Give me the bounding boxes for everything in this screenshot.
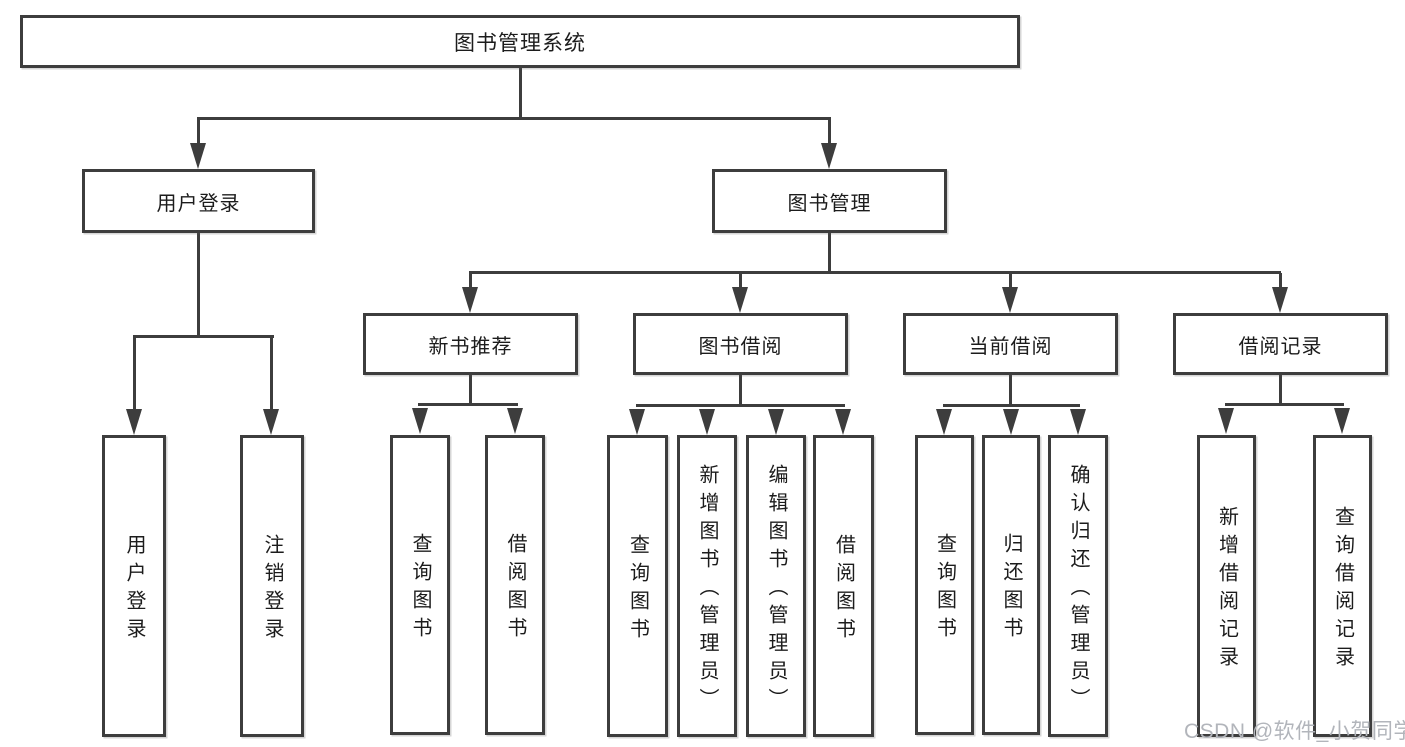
- leaf-logout: 注销登录: [240, 435, 304, 737]
- node-current-borrowing: 当前借阅: [903, 313, 1118, 375]
- connector-to-book-borrow: [739, 273, 742, 291]
- leaf-bb-add-books-admin: 新增图书（管理员）: [677, 435, 737, 737]
- connector-borrow-records-hline: [1225, 403, 1344, 406]
- leaf-cb-return-books: 归还图书: [982, 435, 1040, 735]
- arrow-down-icon: [1334, 408, 1350, 434]
- leaf-nb-query-books-label: 查询图书: [409, 533, 431, 645]
- connector-level1-hline: [197, 117, 831, 120]
- connector-to-current-borrow: [1009, 273, 1012, 291]
- arrow-down-icon: [412, 408, 428, 434]
- leaf-cb-return-books-label: 归还图书: [1000, 533, 1022, 645]
- node-new-book-recommend: 新书推荐: [363, 313, 578, 375]
- watermark: CSDN @软件_小贺同学: [1184, 720, 1405, 743]
- leaf-user-login-label: 用户登录: [123, 534, 145, 646]
- arrow-down-icon: [768, 409, 784, 435]
- connector-to-leaf-login: [133, 337, 136, 410]
- arrow-down-icon: [1003, 409, 1019, 435]
- leaf-bb-borrow-books-label: 借阅图书: [832, 534, 855, 646]
- leaf-bb-borrow-books: 借阅图书: [813, 435, 874, 737]
- arrow-down-icon: [190, 143, 206, 169]
- connector-book-borrow-stub: [739, 373, 742, 407]
- leaf-bb-edit-books-admin-label: 编辑图书（管理员）: [765, 464, 787, 716]
- leaf-bb-query-books-label: 查询图书: [626, 534, 649, 646]
- arrow-down-icon: [1218, 408, 1234, 434]
- arrow-down-icon: [1272, 287, 1288, 313]
- leaf-bb-edit-books-admin: 编辑图书（管理员）: [746, 435, 806, 737]
- node-user-login-label: 用户登录: [156, 192, 241, 215]
- connector-to-new-books: [469, 273, 472, 291]
- leaf-cb-confirm-return-admin-label: 确认归还（管理员）: [1067, 464, 1089, 716]
- connector-borrow-records-stub: [1279, 373, 1282, 405]
- connector-user-login-stub: [197, 231, 200, 338]
- leaf-user-login: 用户登录: [102, 435, 166, 737]
- connector-to-book-mgmt: [828, 119, 831, 147]
- connector-book-borrow-hline: [636, 404, 845, 407]
- node-root: 图书管理系统: [20, 15, 1020, 68]
- leaf-cb-query-books: 查询图书: [915, 435, 974, 735]
- connector-level3-hline: [469, 271, 1281, 274]
- node-borrowing-records-label: 借阅记录: [1238, 335, 1323, 358]
- connector-to-borrow-records: [1279, 273, 1282, 291]
- leaf-bb-add-books-admin-label: 新增图书（管理员）: [696, 464, 718, 716]
- node-new-book-recommend-label: 新书推荐: [428, 335, 513, 358]
- connector-new-books-stub: [469, 373, 472, 406]
- leaf-logout-label: 注销登录: [261, 534, 283, 646]
- node-book-borrowing-label: 图书借阅: [698, 335, 783, 358]
- leaf-nb-borrow-books: 借阅图书: [485, 435, 545, 735]
- node-borrowing-records: 借阅记录: [1173, 313, 1388, 375]
- connector-current-borrow-stub: [1009, 373, 1012, 407]
- node-user-login: 用户登录: [82, 169, 315, 233]
- leaf-cb-query-books-label: 查询图书: [933, 533, 956, 645]
- arrow-down-icon: [936, 409, 952, 435]
- arrow-down-icon: [835, 409, 851, 435]
- arrow-down-icon: [821, 143, 837, 169]
- connector-book-mgmt-stub: [828, 231, 831, 274]
- node-book-management: 图书管理: [712, 169, 947, 233]
- node-current-borrowing-label: 当前借阅: [968, 335, 1053, 358]
- node-root-label: 图书管理系统: [454, 31, 586, 55]
- leaf-br-add-record: 新增借阅记录: [1197, 435, 1256, 737]
- leaf-nb-query-books: 查询图书: [390, 435, 450, 735]
- arrow-down-icon: [1002, 287, 1018, 313]
- connector-to-leaf-logout: [270, 337, 273, 410]
- leaf-br-query-record-label: 查询借阅记录: [1331, 506, 1354, 674]
- leaf-cb-confirm-return-admin: 确认归还（管理员）: [1048, 435, 1108, 737]
- arrow-down-icon: [507, 408, 523, 434]
- node-book-borrowing: 图书借阅: [633, 313, 848, 375]
- leaf-br-add-record-label: 新增借阅记录: [1215, 506, 1238, 674]
- connector-to-user-login: [197, 119, 200, 147]
- arrow-down-icon: [699, 409, 715, 435]
- arrow-down-icon: [732, 287, 748, 313]
- connector-root-stub: [519, 67, 522, 119]
- node-book-management-label: 图书管理: [787, 192, 872, 215]
- arrow-down-icon: [1070, 409, 1086, 435]
- arrow-down-icon: [462, 287, 478, 313]
- leaf-bb-query-books: 查询图书: [607, 435, 668, 737]
- connector-user-login-hline: [133, 335, 274, 338]
- connector-new-books-hline: [418, 403, 518, 406]
- arrow-down-icon: [263, 409, 279, 435]
- connector-current-borrow-hline: [943, 404, 1080, 407]
- arrow-down-icon: [629, 409, 645, 435]
- leaf-br-query-record: 查询借阅记录: [1313, 435, 1372, 737]
- leaf-nb-borrow-books-label: 借阅图书: [504, 533, 526, 645]
- arrow-down-icon: [126, 409, 142, 435]
